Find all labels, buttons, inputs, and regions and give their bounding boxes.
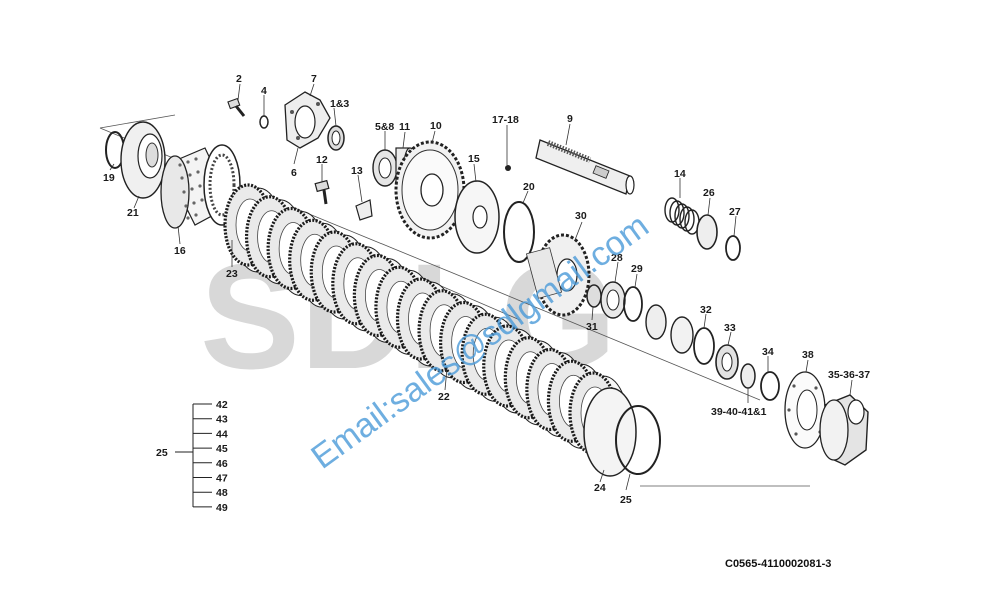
- label-part-6: 6: [291, 167, 297, 179]
- legend-item-label: 49: [216, 502, 228, 514]
- legend-group-label: 25: [156, 447, 168, 459]
- drawing-code: C0565-4110002081-3: [725, 558, 831, 570]
- label-part-11: 11: [399, 121, 410, 133]
- label-part-16: 16: [174, 245, 186, 257]
- part-9-output-shaft: [535, 139, 635, 195]
- part-14-spring: [664, 197, 700, 235]
- label-part-9: 9: [567, 113, 573, 125]
- part-2-bolt: [227, 97, 246, 117]
- part-39-41-seal: [740, 363, 756, 389]
- part-5-8-bearing: [372, 149, 398, 187]
- part-34-snap-ring: [760, 371, 780, 401]
- part-32-snap-ring: [693, 327, 715, 365]
- label-part-15: 15: [468, 153, 480, 165]
- part-13-bracket: [355, 199, 373, 221]
- part-labels: 2 4 7 1&3 6 5&8 11 10 12 13 15 17-18 9 2…: [103, 73, 870, 506]
- label-part-24: 24: [594, 482, 606, 494]
- part-25-snap-ring: [615, 405, 661, 475]
- legend-item-label: 45: [216, 443, 228, 455]
- legend-item-label: 47: [216, 473, 228, 485]
- part-1-3-bearing: [327, 125, 345, 151]
- part-20-snap-ring: [503, 201, 535, 263]
- part-28-bearing: [600, 281, 626, 319]
- label-part-38: 38: [802, 349, 814, 361]
- label-part-25: 25: [620, 494, 632, 506]
- label-part-27: 27: [729, 206, 741, 218]
- part-33-bearing: [715, 344, 739, 380]
- label-part-19: 19: [103, 172, 115, 184]
- part-21-piston: [120, 121, 166, 199]
- label-part-28: 28: [611, 252, 623, 264]
- label-part-4: 4: [261, 85, 267, 97]
- label-part-29: 29: [631, 263, 643, 275]
- label-part-23: 23: [226, 268, 238, 280]
- label-part-32: 32: [700, 304, 712, 316]
- part-10-driven-gear: [394, 140, 466, 240]
- part-26-washer: [696, 214, 718, 250]
- label-part-12: 12: [316, 154, 328, 166]
- label-part-26: 26: [703, 187, 715, 199]
- label-part-39-40-41-1: 39-40-41&1: [711, 406, 767, 418]
- legend-item-label: 44: [216, 428, 228, 440]
- part-29-snap-ring: [623, 286, 643, 322]
- label-part-33: 33: [724, 322, 736, 334]
- label-part-2: 2: [236, 73, 242, 85]
- part-38-gasket: [784, 371, 826, 449]
- leader-lines: [109, 83, 853, 491]
- label-part-10: 10: [430, 120, 442, 132]
- part-27-snap-ring: [725, 235, 741, 261]
- intermediate-ring: [670, 316, 694, 354]
- label-part-14: 14: [674, 168, 686, 180]
- label-part-35-36-37: 35-36-37: [828, 369, 870, 381]
- part-15-pressure-plate: [454, 180, 500, 254]
- label-part-7: 7: [311, 73, 317, 85]
- label-part-20: 20: [523, 181, 535, 193]
- legend-item-label: 46: [216, 458, 228, 470]
- label-part-31: 31: [586, 321, 598, 333]
- part-7-bearing-cover: [284, 91, 331, 149]
- part-35-37-output-flange: [819, 394, 869, 466]
- label-part-21: 21: [127, 207, 139, 219]
- part-30-gear: [525, 233, 591, 317]
- label-part-13: 13: [351, 165, 363, 177]
- intermediate-ring: [645, 304, 667, 340]
- label-part-22: 22: [438, 391, 450, 403]
- part-4-washer: [259, 115, 269, 129]
- part-24-end-plate: [583, 387, 637, 477]
- label-part-17-18: 17-18: [492, 114, 519, 126]
- kit-legend: 25 42 43 44 45 46 47 48 49: [156, 399, 228, 514]
- label-part-1-3: 1&3: [330, 98, 349, 110]
- part-31-bearing: [586, 284, 602, 308]
- clutch-disc-pack: [223, 183, 628, 461]
- label-part-30: 30: [575, 210, 587, 222]
- legend-item-label: 43: [216, 414, 228, 426]
- part-17-18-plug: [505, 165, 511, 171]
- legend-item-label: 48: [216, 487, 228, 499]
- legend-item-label: 42: [216, 399, 228, 411]
- label-part-34: 34: [762, 346, 774, 358]
- part-12-pin: [314, 179, 330, 205]
- label-part-5-8: 5&8: [375, 121, 394, 133]
